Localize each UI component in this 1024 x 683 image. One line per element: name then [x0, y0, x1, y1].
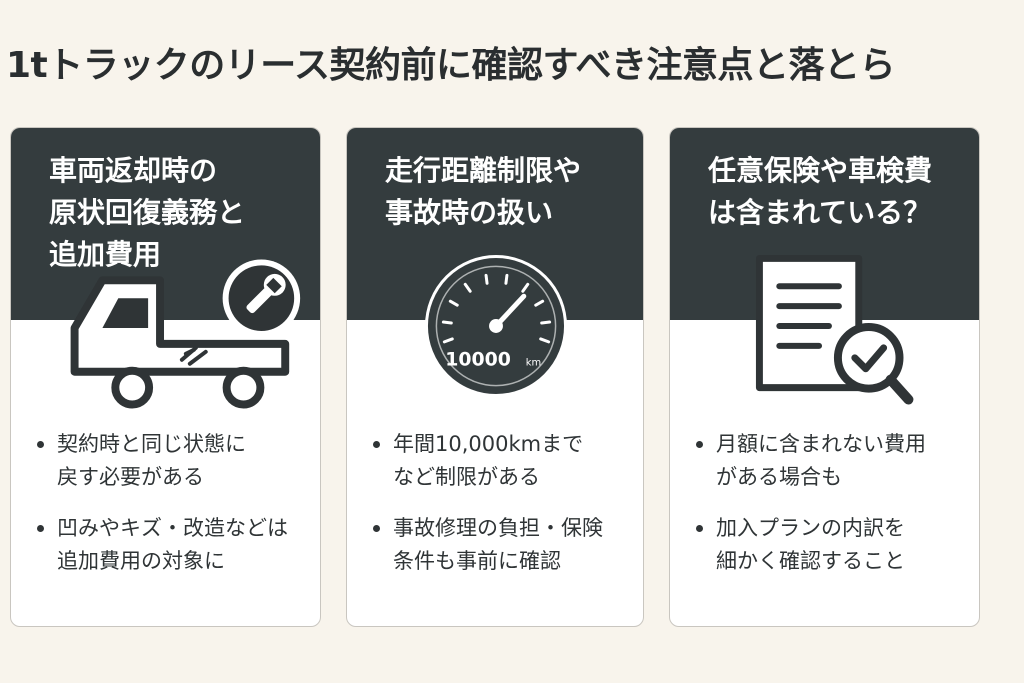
card-mileage-limit: 走行距離制限や 事故時の扱い 10000 km 年間10,000kmまで	[346, 127, 644, 627]
magnifier-check-icon	[833, 323, 914, 405]
gauge-unit: km	[526, 358, 541, 369]
bullet-item: 契約時と同じ状態に 戻す必要がある	[33, 428, 303, 494]
bullet-list: 年間10,000kmまで など制限がある 事故修理の負担・保険 条件も事前に確認	[369, 428, 639, 596]
speedometer-illustration: 10000 km	[424, 254, 568, 398]
bullet-item: 凹みやキズ・改造などは 追加費用の対象に	[33, 512, 303, 578]
speedometer-icon	[424, 254, 568, 398]
page-title: 1tトラックのリース契約前に確認すべき注意点と落とら	[6, 45, 895, 86]
pickup-truck-icon	[70, 276, 290, 376]
card-title: 任意保険や車検費 は含まれている？	[708, 154, 933, 229]
pickup-truck-illustration	[70, 259, 301, 409]
bullet-item: 加入プランの内訳を 細かく確認すること	[692, 512, 962, 578]
card-return-obligation: 車両返却時の 原状回復義務と 追加費用 契約時と同じ状態に 戻す必要がある 凹み…	[10, 127, 321, 627]
bullet-item: 事故修理の負担・保険 条件も事前に確認	[369, 512, 639, 578]
wrench-icon	[222, 259, 301, 337]
bullet-item: 年間10,000kmまで など制限がある	[369, 428, 639, 494]
document-check-illustration	[755, 254, 914, 405]
truck-wheel-icon	[111, 366, 265, 409]
gauge-value: 10000	[445, 349, 511, 371]
bullet-list: 契約時と同じ状態に 戻す必要がある 凹みやキズ・改造などは 追加費用の対象に	[33, 428, 303, 596]
bullet-item: 月額に含まれない費用 がある場合も	[692, 428, 962, 494]
card-insurance-inspection: 任意保険や車検費 は含まれている？ 月額に含まれない費用 がある場合も 加入プラ…	[669, 127, 980, 627]
bullet-list: 月額に含まれない費用 がある場合も 加入プランの内訳を 細かく確認すること	[692, 428, 962, 596]
scratch-mark-icon	[179, 345, 208, 366]
card-title: 車両返却時の 原状回復義務と 追加費用	[49, 154, 246, 271]
card-title: 走行距離制限や 事故時の扱い	[385, 154, 582, 229]
